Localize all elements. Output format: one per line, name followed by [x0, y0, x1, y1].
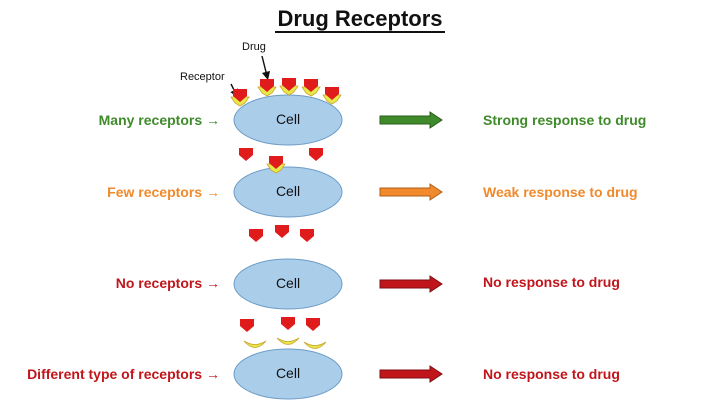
cell-2: [233, 166, 343, 218]
cell-label-1: Cell: [275, 111, 301, 127]
response-none-1: No response to drug: [483, 274, 620, 290]
row-label-different-receptors: Different type of receptors →: [27, 366, 220, 382]
free-drug-5: [300, 229, 314, 242]
receptor-drug-complex-3: [279, 78, 299, 96]
free-drug-1: [239, 148, 253, 161]
response-none-2: No response to drug: [483, 366, 620, 382]
free-drug-7: [281, 317, 295, 330]
cell-1: [233, 94, 343, 146]
free-drug-8: [306, 318, 320, 331]
response-arrow-2: [379, 183, 443, 201]
drug-callout-label: Drug: [242, 41, 266, 53]
free-drug-3: [249, 229, 263, 242]
receptor-drug-complex-1: [230, 89, 250, 107]
row-label-many-receptors: Many receptors →: [98, 112, 220, 128]
title-text: Drug Receptors: [275, 6, 445, 33]
free-drug-4: [275, 225, 289, 238]
receptor-drug-complex-2: [257, 79, 277, 97]
cell-label-3: Cell: [275, 275, 301, 291]
response-arrow-4: [379, 365, 443, 383]
page-title: Drug Receptors: [0, 6, 720, 33]
cell-4: [233, 348, 343, 400]
response-arrow-3: [379, 275, 443, 293]
different-receptor-3: [303, 341, 327, 349]
free-drug-6: [240, 319, 254, 332]
cell-label-4: Cell: [275, 365, 301, 381]
receptor-drug-complex-6: [266, 156, 286, 174]
receptor-drug-complex-5: [322, 87, 342, 105]
response-strong: Strong response to drug: [483, 112, 647, 128]
free-drug-2: [309, 148, 323, 161]
cell-label-2: Cell: [275, 183, 301, 199]
receptor-callout-label: Receptor: [180, 71, 225, 83]
drug-callout-arrow: [261, 55, 271, 81]
different-receptor-1: [243, 340, 267, 348]
row-label-few-receptors: Few receptors →: [107, 184, 220, 200]
receptor-drug-complex-4: [301, 79, 321, 97]
response-arrow-1: [379, 111, 443, 129]
row-label-no-receptors: No receptors →: [115, 275, 220, 291]
cell-3: [233, 258, 343, 310]
response-weak: Weak response to drug: [483, 184, 638, 200]
different-receptor-2: [276, 337, 300, 345]
